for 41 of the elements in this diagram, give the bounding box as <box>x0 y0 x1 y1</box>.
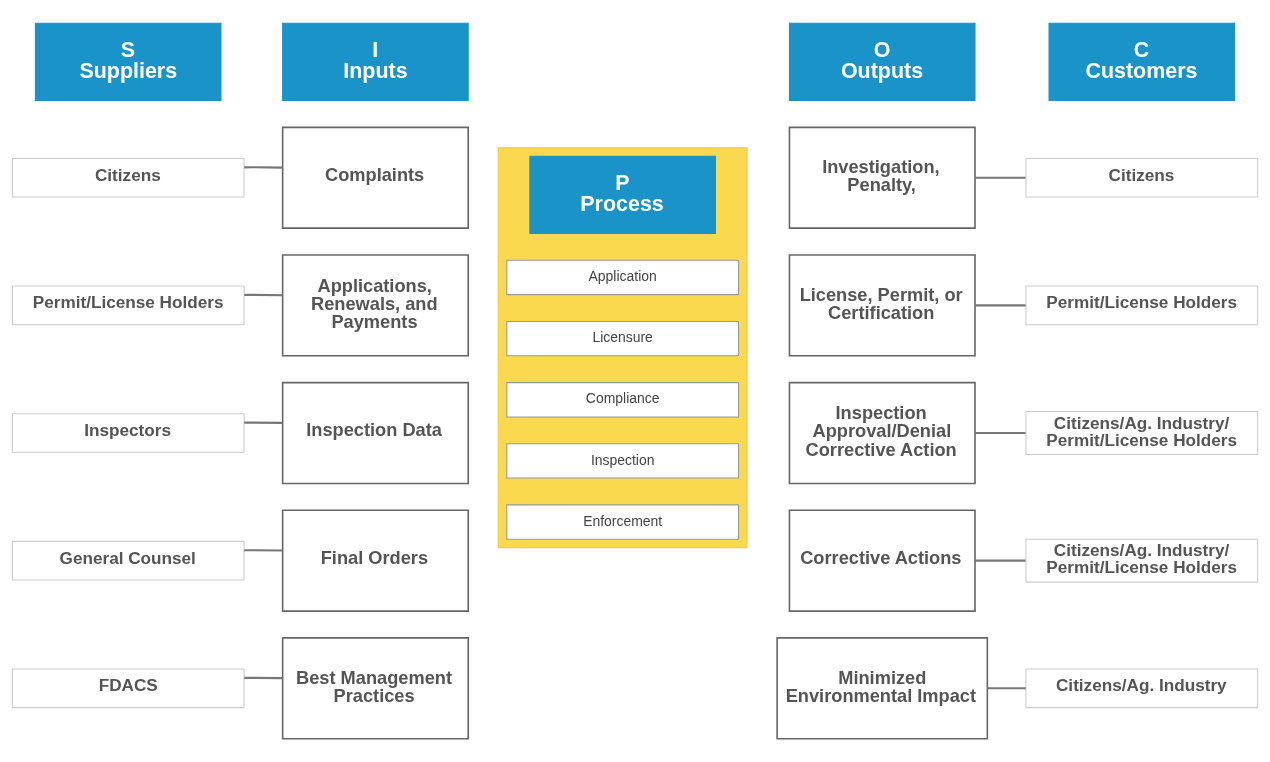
connector <box>975 431 1026 435</box>
node-box: Citizens/Ag. Industry <box>1025 668 1259 709</box>
node-box: FDACS <box>11 668 245 709</box>
node-box: License, Permit, or Certification <box>788 254 976 357</box>
node-box: Inspection <box>506 443 740 479</box>
node-box: Citizens <box>11 157 245 198</box>
connector <box>244 166 283 169</box>
node-box: General Counsel <box>11 540 245 581</box>
connector <box>975 559 1026 562</box>
node-box: Final Orders <box>281 509 469 612</box>
node-box: Licensure <box>506 320 740 357</box>
node-box: Permit/License Holders <box>1025 285 1259 326</box>
node-box: Compliance <box>506 382 740 418</box>
node-box: Inspectors <box>11 413 245 453</box>
node-box: I Inputs <box>282 22 469 102</box>
connector <box>244 549 283 552</box>
node-box: Inspection Approval/Denial Corrective Action <box>788 381 976 485</box>
connector <box>987 687 1026 690</box>
node-box: Application <box>506 259 740 296</box>
connector <box>975 304 1026 307</box>
node-box: Citizens <box>1025 157 1259 198</box>
node-box: Permit/License Holders <box>11 285 245 326</box>
node-box: Citizens/Ag. Industry/ Permit/License Holders <box>1025 538 1259 583</box>
node-box: Citizens/Ag. Industry/ Permit/License Holders <box>1025 411 1259 455</box>
connector <box>975 176 1026 179</box>
cluster <box>497 147 748 549</box>
node-box: Investigation, Penalty, <box>788 126 976 229</box>
node-box: O Outputs <box>788 22 976 102</box>
node-box: S Suppliers <box>34 22 222 102</box>
connector <box>244 421 283 424</box>
node-box: Minimized Environmental Impact <box>776 637 989 740</box>
node-box: Enforcement <box>506 504 740 540</box>
node-box: P Process <box>529 155 716 235</box>
node-box: C Customers <box>1048 22 1236 102</box>
node-box: Best Management Practices <box>281 637 469 740</box>
connector <box>244 293 283 297</box>
node-box: Complaints <box>281 126 469 229</box>
connector <box>244 676 283 680</box>
node-box: Corrective Actions <box>788 509 976 612</box>
node-box: Inspection Data <box>281 381 469 485</box>
node-box: Applications, Renewals, and Payments <box>281 254 469 357</box>
